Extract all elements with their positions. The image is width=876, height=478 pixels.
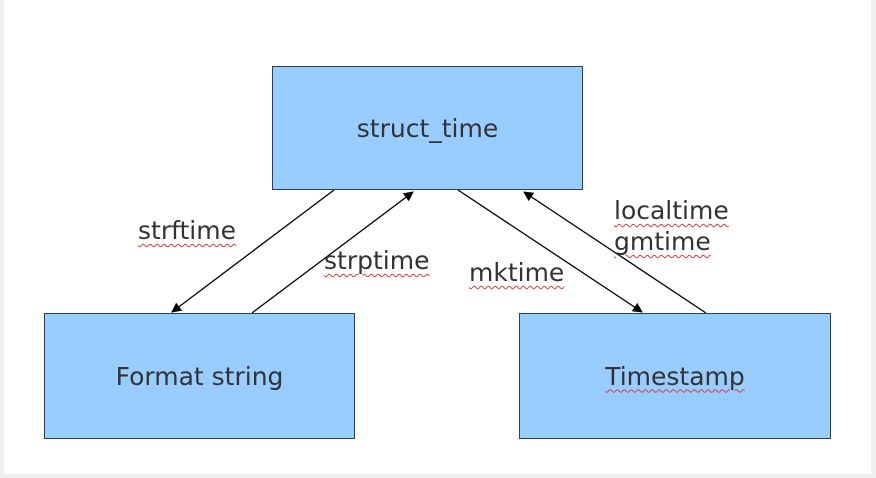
node-timestamp: Timestamp bbox=[519, 313, 831, 439]
edge-label-strftime: strftime bbox=[138, 216, 236, 246]
mktime-text: mktime bbox=[469, 258, 565, 287]
edge-label-mktime: mktime bbox=[469, 258, 564, 288]
edge-label-gmtime: gmtime bbox=[614, 227, 711, 257]
node-struct-time-label: struct_time bbox=[356, 113, 499, 143]
gmtime-text: gmtime bbox=[614, 227, 711, 256]
arrow-localtime-gmtime bbox=[523, 191, 707, 314]
arrow-mktime bbox=[457, 189, 643, 313]
node-format-string-label: Format string bbox=[115, 361, 284, 391]
strftime-text: strftime bbox=[138, 216, 236, 245]
arrow-strptime bbox=[251, 191, 414, 314]
node-format-string: Format string bbox=[44, 313, 355, 439]
edge-label-strptime: strptime bbox=[324, 246, 429, 276]
edge-label-localtime: localtime bbox=[614, 196, 729, 226]
node-struct-time: struct_time bbox=[272, 66, 583, 190]
strptime-text: strptime bbox=[324, 246, 430, 275]
arrow-strftime bbox=[171, 189, 335, 313]
localtime-text: localtime bbox=[614, 196, 729, 225]
node-timestamp-label: Timestamp bbox=[605, 361, 745, 391]
